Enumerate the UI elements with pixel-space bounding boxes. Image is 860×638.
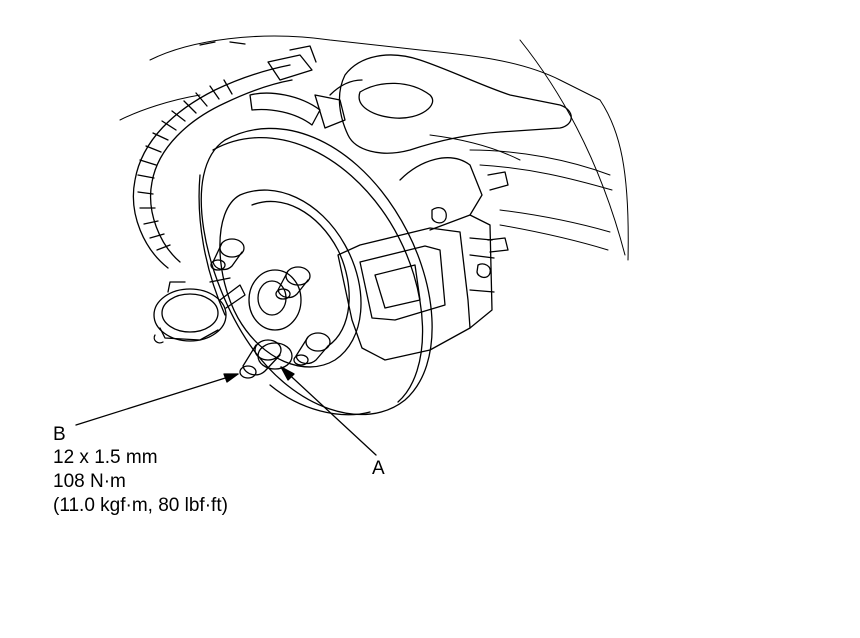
suspension-background [119,35,629,261]
dial-indicator-cable [132,41,346,269]
brake-caliper [337,157,509,361]
hub-center [248,269,302,331]
spec-torque-alt: (11.0 kgf·m, 80 lbf·ft) [53,495,228,516]
callout-label-b: B [53,424,66,445]
dial-indicator [153,277,246,344]
spec-torque-nm: 108 N·m [53,471,126,492]
spec-thread-size: 12 x 1.5 mm [53,447,158,468]
lug-nut-b [239,339,282,379]
wheel-stud [293,332,331,366]
upper-control-arm [329,54,572,154]
spacer-nut-a [257,342,293,370]
wheel-stud [210,238,245,271]
leader-line-b [75,373,239,426]
leader-line-a [280,366,377,456]
brake-disc [198,127,433,416]
callout-label-a: A [372,458,385,479]
wheel-studs [210,238,331,366]
wheel-stud [275,266,311,300]
